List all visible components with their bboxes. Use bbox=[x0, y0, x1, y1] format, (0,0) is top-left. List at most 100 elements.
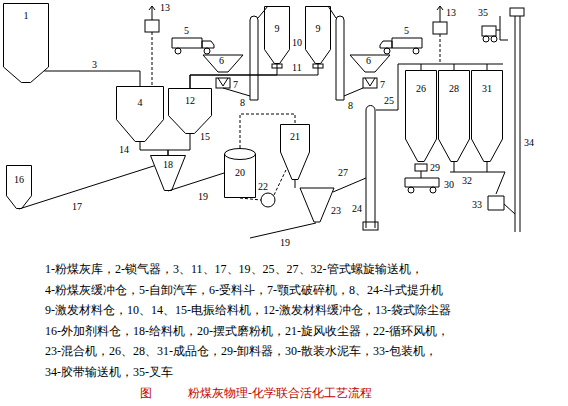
equipment-number: 1 bbox=[24, 11, 29, 21]
chute bbox=[295, 180, 296, 188]
equipment-number: 31 bbox=[482, 84, 492, 94]
conveyor-line bbox=[140, 142, 168, 155]
receiving-hopper bbox=[350, 55, 390, 72]
callout-number: 35 bbox=[478, 8, 488, 18]
equipment-outline bbox=[7, 166, 32, 209]
exhaust-pipe bbox=[149, 6, 155, 20]
legend-line: 9-激发材料仓，10、14、15-电振给料机，12-激发材料缓冲仓，13-袋式除… bbox=[45, 303, 451, 317]
equipment-shape: 12 bbox=[168, 88, 212, 134]
belt-conveyor bbox=[515, 16, 520, 232]
bag-filter bbox=[433, 22, 447, 34]
dump-truck bbox=[392, 38, 422, 48]
truck-cab bbox=[380, 41, 392, 48]
conveyor-line bbox=[240, 114, 295, 148]
bulk-truck bbox=[405, 178, 439, 187]
receiving-hopper bbox=[203, 55, 243, 72]
crusher-jaw bbox=[365, 78, 375, 86]
callout-number: 7 bbox=[380, 80, 385, 90]
equipment-shape: 4 bbox=[116, 86, 164, 142]
truck-wheel bbox=[430, 187, 436, 193]
callout-number: 6 bbox=[219, 56, 224, 66]
callout-number: 34 bbox=[524, 138, 534, 148]
callout-number: 5 bbox=[404, 26, 409, 36]
callout-number: 7 bbox=[233, 80, 238, 90]
elevator-boot bbox=[363, 222, 378, 230]
callout-number: 33 bbox=[472, 200, 482, 210]
chute bbox=[504, 204, 515, 214]
circulating-fan bbox=[261, 193, 275, 207]
equipment-number: 12 bbox=[185, 96, 195, 106]
equipment-outline bbox=[281, 125, 310, 180]
callout-number: 32 bbox=[462, 176, 472, 186]
air-duct bbox=[440, 34, 441, 64]
truck-cab bbox=[202, 41, 214, 48]
equipment-outline bbox=[4, 4, 49, 83]
equipment-number: 9 bbox=[275, 24, 280, 34]
jaw-crusher bbox=[216, 78, 230, 88]
equipment-outline bbox=[116, 86, 164, 142]
equipment-shape: 9 bbox=[264, 6, 290, 64]
callout-number: 5 bbox=[184, 26, 189, 36]
callout-number: 25 bbox=[384, 96, 394, 106]
callout-number: 19 bbox=[280, 238, 290, 248]
forklift-wheel bbox=[483, 36, 489, 42]
conveyor-line bbox=[168, 134, 190, 155]
equipment-outline bbox=[264, 6, 290, 64]
conveyor-line bbox=[190, 64, 318, 88]
screw-conveyor bbox=[250, 223, 316, 238]
forklift-wheel bbox=[491, 36, 497, 42]
chute bbox=[421, 171, 422, 178]
callout-number: 13 bbox=[160, 3, 170, 13]
equipment-shape: 1 bbox=[3, 3, 49, 83]
air-duct bbox=[240, 170, 286, 200]
callout-number: 27 bbox=[338, 168, 348, 178]
truck-wheel bbox=[384, 48, 390, 54]
callout-number: 29 bbox=[430, 163, 440, 173]
conveyor-line bbox=[168, 173, 224, 191]
equipment-outline bbox=[305, 6, 331, 64]
callout-number: 22 bbox=[258, 182, 268, 192]
chute bbox=[344, 88, 363, 96]
equipment-number: 9 bbox=[316, 24, 321, 34]
truck-wheel bbox=[204, 48, 210, 54]
equipment-number: 28 bbox=[449, 84, 459, 94]
equipment-shape: 20 bbox=[224, 148, 256, 198]
callout-number: 8 bbox=[240, 98, 245, 108]
caption: 图 粉煤灰物理-化学联合活化工艺流程 bbox=[140, 386, 372, 400]
callout-number: 11 bbox=[292, 63, 302, 73]
jaw-crusher bbox=[363, 78, 377, 88]
equipment-outline bbox=[117, 87, 164, 142]
screw-conveyor bbox=[450, 162, 505, 194]
equipment-shape: 16 bbox=[6, 165, 32, 209]
equipment-outline bbox=[265, 7, 290, 64]
chute bbox=[258, 6, 268, 18]
packing-machine bbox=[488, 196, 504, 210]
callout-number: 30 bbox=[444, 180, 454, 190]
callout-number: 24 bbox=[352, 204, 362, 214]
equipment-outline bbox=[168, 88, 212, 134]
belt-pulley bbox=[510, 8, 524, 16]
callout-number: 8 bbox=[348, 101, 353, 111]
equipment-number: 18 bbox=[163, 160, 173, 170]
truck-wheel bbox=[408, 187, 414, 193]
callout-number: 10 bbox=[292, 38, 302, 48]
bucket-elevator bbox=[336, 16, 344, 100]
callout-number: 15 bbox=[200, 132, 210, 142]
equipment-shape: 26 bbox=[405, 70, 437, 162]
equipment-outline bbox=[151, 156, 186, 191]
forklift bbox=[482, 26, 496, 36]
legend-line: 34-胶带输送机，35-叉车 bbox=[45, 365, 173, 379]
conveyor-line bbox=[19, 166, 154, 209]
equipment-outline bbox=[6, 165, 32, 209]
silo-inlet bbox=[421, 64, 487, 70]
conveyor-line bbox=[44, 71, 140, 86]
equipment-number: 21 bbox=[290, 132, 300, 142]
bucket-elevator bbox=[250, 16, 258, 100]
air-duct bbox=[152, 32, 153, 86]
truck-wheel bbox=[413, 48, 419, 54]
legend-line: 23-混合机，26、28、31-成品仓，29-卸料器，30-散装水泥车，33-包… bbox=[45, 344, 437, 358]
forklift-mast bbox=[496, 16, 508, 40]
equipment-shape: 31 bbox=[471, 70, 503, 162]
equipment-shape: 18 bbox=[150, 155, 186, 191]
